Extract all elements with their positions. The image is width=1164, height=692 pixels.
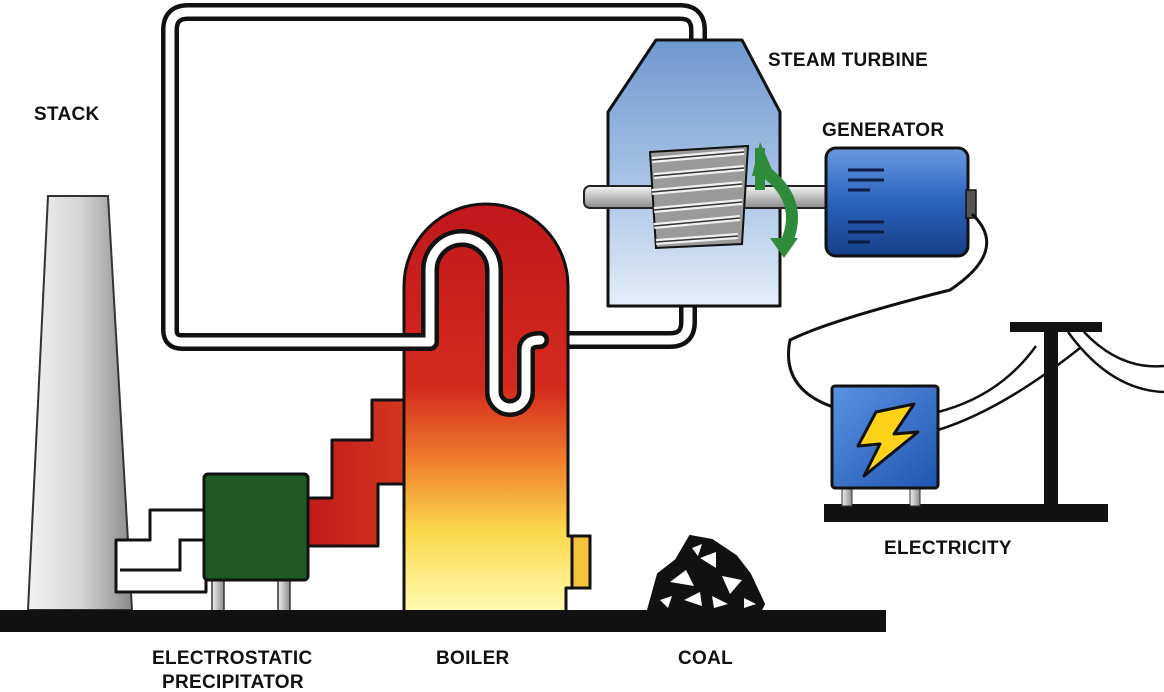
stack-label: STACK xyxy=(34,104,100,125)
generator xyxy=(824,146,977,258)
boiler-label: BOILER xyxy=(436,648,510,669)
ground-line xyxy=(0,610,886,632)
power-cable xyxy=(787,212,989,410)
steam-pipe-loop xyxy=(540,298,697,349)
steam-pipe-and-boiler-coil xyxy=(161,3,707,417)
flue-duct-to-stack xyxy=(114,508,208,594)
turbine-rotor xyxy=(648,144,750,250)
precipitator-label-line2: PRECIPITATOR xyxy=(162,672,304,692)
precipitator-label-line1: ELECTROSTATIC xyxy=(152,648,312,669)
lightning-bolt-icon xyxy=(856,402,920,478)
coal-label: COAL xyxy=(678,648,733,669)
steam-turbine-label: STEAM TURBINE xyxy=(768,50,928,71)
steam-turbine xyxy=(583,38,835,308)
electricity-label: ELECTRICITY xyxy=(884,538,1012,559)
rotation-arrow-icon xyxy=(752,142,798,258)
coal-pile xyxy=(646,534,766,614)
generator-label: GENERATOR xyxy=(822,120,944,141)
electrostatic-precipitator xyxy=(202,472,310,613)
